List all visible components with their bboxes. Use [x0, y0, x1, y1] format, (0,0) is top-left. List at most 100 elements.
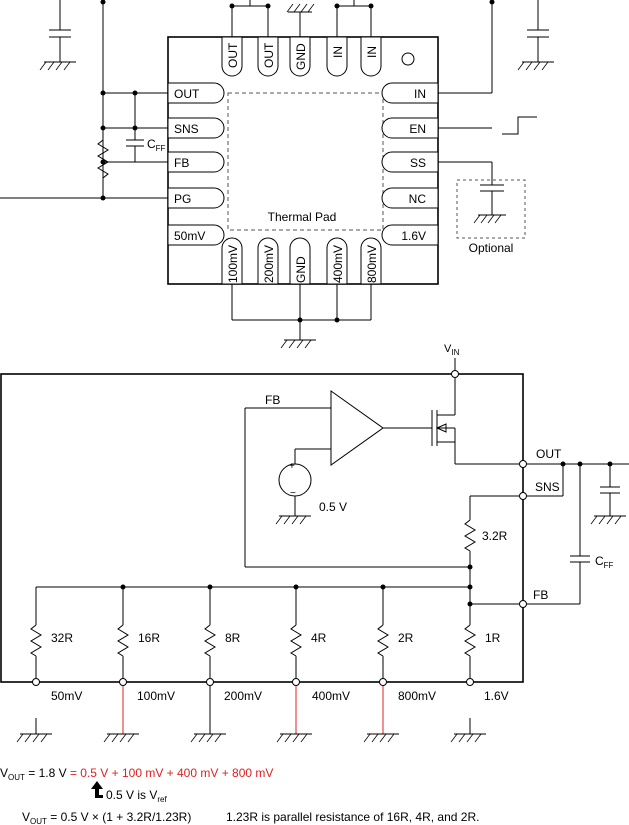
- softstart-capacitor: [473, 184, 506, 224]
- pin-label-left: FB: [174, 156, 189, 170]
- ground-symbol: [275, 515, 311, 525]
- top-pins: OUT OUT GND IN IN: [221, 36, 382, 77]
- fb-label: FB: [265, 393, 280, 407]
- pin-label-right: SS: [410, 156, 426, 170]
- package-pinout: Thermal Pad OUT OUT GND IN IN OUT SNS FB…: [0, 0, 554, 349]
- tap-label: 50mV: [51, 689, 82, 703]
- tap-node: [206, 678, 214, 686]
- pin-label-bottom: 800mV: [365, 245, 379, 283]
- reference-label: 0.5 V: [319, 500, 347, 514]
- cff-label: CFF: [147, 137, 166, 153]
- svg-text:−: −: [290, 488, 296, 499]
- fb-pin-label: FB: [533, 588, 548, 602]
- right-pins: IN EN SS NC 1.6V: [381, 82, 439, 246]
- tap-node: [292, 678, 300, 686]
- optional-label: Optional: [469, 241, 514, 255]
- out-node: [519, 460, 527, 468]
- fb-node: [519, 600, 527, 608]
- thermal-pad-label: Thermal Pad: [268, 210, 337, 224]
- resistor-3.2r: [464, 519, 476, 552]
- resistor-label: 16R: [138, 631, 160, 645]
- equations: VOUT = 1.8 V = 0.5 V + 100 mV + 400 mV +…: [0, 766, 479, 825]
- ground-symbol: [286, 3, 315, 40]
- resistor-label: 4R: [311, 631, 327, 645]
- ground-symbol: [103, 733, 139, 743]
- equation-3-note: 1.23R is parallel resistance of 16R, 4R,…: [226, 810, 479, 824]
- tap-node: [32, 678, 40, 686]
- pin-label-bottom: 100mV: [226, 245, 240, 283]
- pin-label-right: 1.6V: [401, 229, 426, 243]
- sns-node: [519, 492, 527, 500]
- bottom-pins: 100mV 200mV GND 400mV 800mV: [221, 237, 382, 285]
- ground-symbol: [16, 733, 52, 743]
- ground-symbol: [276, 733, 312, 743]
- pin-label-top: GND: [294, 43, 308, 70]
- svg-text:+: +: [289, 461, 295, 472]
- tap-label: 100mV: [137, 689, 175, 703]
- output-capacitor: [49, 0, 71, 62]
- up-arrow-icon: [91, 781, 103, 798]
- equation-2: 0.5 V is Vref: [106, 788, 167, 804]
- ground-symbol: [39, 61, 76, 71]
- ground-symbol: [190, 733, 226, 743]
- ladder-resistor: [377, 624, 389, 657]
- ground-symbol: [450, 733, 486, 743]
- ground-symbol: [517, 61, 554, 71]
- block-diagram: VIN FB + − 0.5 V: [0, 343, 629, 743]
- pullup-resistor: [97, 139, 109, 179]
- tap-node: [119, 678, 127, 686]
- pin-label-top: IN: [365, 46, 379, 58]
- feedforward-capacitor: [126, 128, 144, 162]
- resistor-ladder: 32R 50mV 16R 100mV 8R 200mV 4R 400mV 2R 800mV 1R 1.…: [16, 587, 509, 743]
- enable-step-icon: [502, 116, 537, 135]
- tap-label: 1.6V: [484, 689, 509, 703]
- resistor-label: 8R: [225, 631, 241, 645]
- out-label: OUT: [536, 447, 562, 461]
- ground-symbol: [363, 733, 399, 743]
- pin-label-left: OUT: [174, 87, 200, 101]
- tap-node: [379, 678, 387, 686]
- pin-label-bottom: 400mV: [331, 245, 345, 283]
- left-pins: OUT SNS FB PG 50mV: [167, 82, 225, 246]
- pin-label-right: NC: [409, 192, 427, 206]
- vin-node: [451, 370, 459, 378]
- pin-label-top: OUT: [262, 42, 276, 68]
- pin-label-bottom: 200mV: [262, 245, 276, 283]
- pin1-marker: [401, 52, 415, 66]
- input-capacitor: [527, 0, 549, 62]
- tap-label: 800mV: [398, 689, 436, 703]
- pin-label-bottom: GND: [294, 256, 308, 283]
- error-amplifier: [330, 390, 384, 466]
- pass-transistor: [383, 378, 456, 464]
- cff-label: CFF: [595, 554, 614, 570]
- resistor-label: 2R: [398, 631, 414, 645]
- ladder-resistor: [204, 624, 216, 657]
- ground-symbol: [280, 339, 316, 349]
- pin-label-left: 50mV: [174, 229, 205, 243]
- output-capacitor: [590, 464, 626, 525]
- block-outline: [0, 373, 524, 683]
- ladder-resistor: [290, 624, 302, 657]
- pin-label-top: OUT: [226, 42, 240, 68]
- ladder-resistor: [117, 624, 129, 657]
- optional-box: [456, 179, 526, 239]
- equation-3: VOUT = 0.5 V × (1 + 3.2R/1.23R): [22, 810, 191, 825]
- tap-label: 400mV: [312, 689, 350, 703]
- tap-label: 200mV: [224, 689, 262, 703]
- pin-label-top: IN: [331, 46, 345, 58]
- equation-red-terms: = 0.5 V + 100 mV + 400 mV + 800 mV: [70, 766, 273, 780]
- pin-label-left: SNS: [174, 122, 199, 136]
- resistor-label: 32R: [51, 631, 73, 645]
- tap-node: [466, 678, 474, 686]
- resistor-label: 1R: [485, 631, 501, 645]
- thermal-pad: [227, 92, 384, 231]
- vin-label: VIN: [444, 343, 460, 357]
- equation-1: VOUT = 1.8 V = 0.5 V + 100 mV + 400 mV +…: [0, 766, 273, 782]
- ladder-resistor: [30, 624, 42, 657]
- sns-label: SNS: [535, 480, 560, 494]
- pin-label-right: IN: [414, 87, 426, 101]
- ladder-resistor: [464, 624, 476, 657]
- pin-label-right: EN: [409, 122, 426, 136]
- r-top-label: 3.2R: [482, 529, 508, 543]
